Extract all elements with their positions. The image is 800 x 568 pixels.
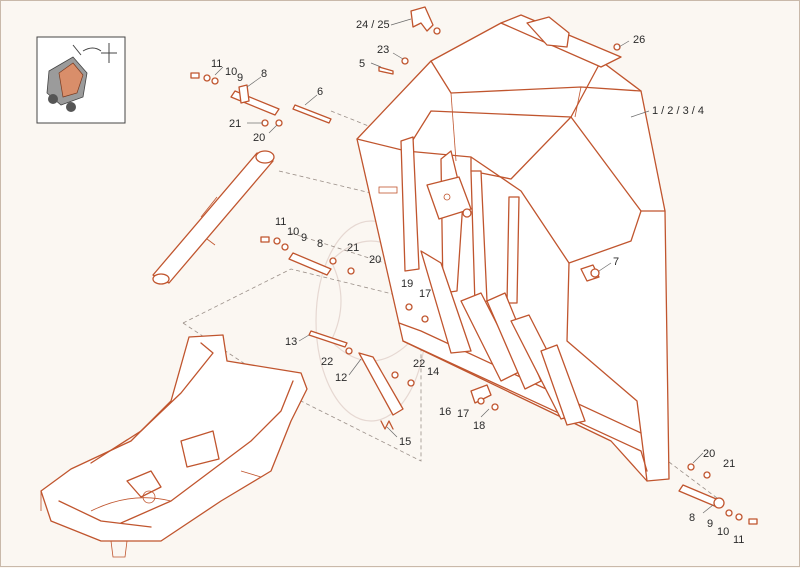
callout-21-upper: 21: [229, 118, 241, 130]
hydraulic-cylinder: [152, 150, 275, 285]
callout-10-lower: 10: [717, 526, 729, 538]
callout-19: 19: [401, 278, 413, 290]
callout-22-left: 22: [321, 356, 333, 368]
leader-lines: [214, 18, 714, 514]
hardware-parts: [190, 6, 758, 525]
callout-8-upper: 8: [261, 68, 267, 80]
callout-23: 23: [377, 44, 389, 56]
callout-18: 18: [473, 420, 485, 432]
callout-11-upper: 11: [211, 58, 222, 70]
callout-17-lower: 17: [457, 408, 469, 420]
callout-11-middle: 11: [275, 216, 286, 228]
callout-1-2-3-4: 1 / 2 / 3 / 4: [652, 105, 704, 117]
callout-10-upper: 10: [225, 66, 237, 78]
callout-21-middle: 21: [347, 242, 359, 254]
callout-14: 14: [427, 366, 439, 378]
machine-orientation-thumbnail-icon: [36, 36, 126, 124]
callout-10-middle: 10: [287, 226, 299, 238]
callout-5: 5: [359, 58, 365, 70]
callout-26: 26: [633, 34, 645, 46]
callout-17-upper: 17: [419, 288, 431, 300]
callout-16: 16: [439, 406, 451, 418]
callout-9-upper: 9: [237, 72, 243, 84]
callout-6: 6: [317, 86, 323, 98]
callout-20-upper: 20: [253, 132, 265, 144]
callout-20-middle: 20: [369, 254, 381, 266]
callout-12: 12: [335, 372, 347, 384]
callout-9-lower: 9: [707, 518, 713, 530]
callout-7: 7: [613, 256, 619, 268]
main-housing-bucket: [356, 14, 670, 482]
callout-20-lower: 20: [703, 448, 715, 460]
callout-9-middle: 9: [301, 232, 307, 244]
part-callouts: 24 / 25 23 5 26 1 / 2 / 3 / 4 11 10 9 8 …: [211, 19, 744, 546]
lower-arm-frame: [40, 334, 308, 558]
callout-15: 15: [399, 436, 411, 448]
callout-8-middle: 8: [317, 238, 323, 250]
callout-8-lower: 8: [689, 512, 695, 524]
callout-11-lower: 11: [733, 534, 744, 546]
callout-13: 13: [285, 336, 297, 348]
callout-22-right: 22: [413, 358, 425, 370]
callout-24-25: 24 / 25: [356, 19, 390, 31]
callout-21-lower: 21: [723, 458, 735, 470]
